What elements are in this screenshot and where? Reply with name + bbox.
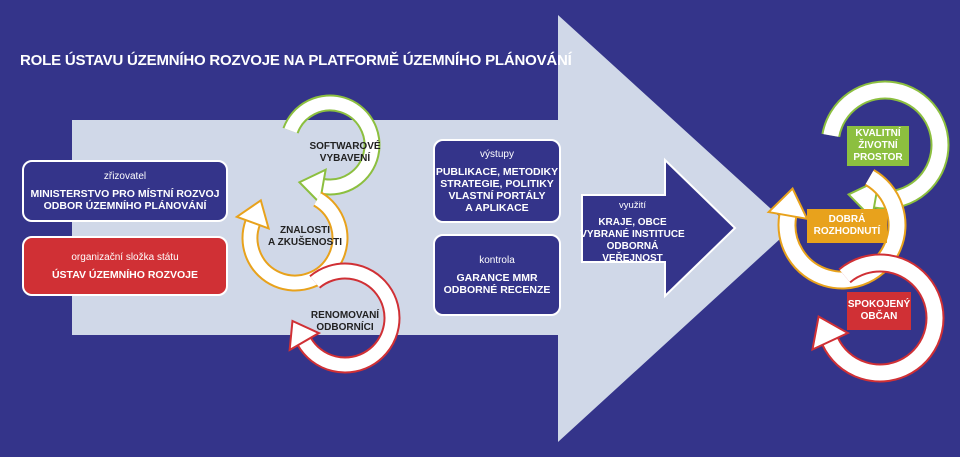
founder-name: MINISTERSTVO PRO MÍSTNÍ ROZVOJ ODBOR ÚZE… — [30, 187, 220, 212]
usage-label: využití — [619, 200, 646, 211]
usage-text: využití KRAJE, OBCE VYBRANÉ INSTITUCE OD… — [580, 200, 685, 265]
cycle-experts: RENOMOVANÍ ODBORNÍCI — [310, 310, 380, 333]
quality-space-box: KVALITNÍ ŽIVOTNÍ PROSTOR — [847, 126, 909, 166]
satisfied-citizen-box: SPOKOJENÝ OBČAN — [847, 292, 911, 330]
good-decisions-box: DOBRÁ ROZHODNUTÍ — [807, 209, 887, 243]
red-cycle-arrow-right — [823, 255, 943, 381]
red-cycle-arrow-left — [298, 264, 399, 372]
page-title: ROLE ÚSTAVU ÚZEMNÍHO ROZVOJE NA PLATFORM… — [20, 52, 572, 69]
outputs-box: výstupy PUBLIKACE, METODIKY STRATEGIE, P… — [433, 139, 561, 223]
cycle-software: SOFTWAROVÉ VYBAVENÍ — [309, 141, 381, 164]
big-arrow — [72, 15, 792, 442]
founder-label: zřizovatel — [103, 170, 147, 182]
orange-cycle-arrow-left — [243, 193, 347, 290]
usage-arrow — [581, 157, 737, 299]
unit-box: organizační složka státu ÚSTAV ÚZEMNÍHO … — [22, 236, 228, 296]
red-cycle-arrow-right-head — [811, 314, 851, 352]
founder-box: zřizovatel MINISTERSTVO PRO MÍSTNÍ ROZVO… — [22, 160, 228, 222]
control-label: kontrola — [479, 254, 515, 266]
cycle-knowledge: ZNALOSTI A ZKUŠENOSTI — [267, 225, 343, 248]
outputs-label: výstupy — [480, 148, 514, 160]
green-cycle-arrow-left-head — [297, 167, 327, 206]
green-cycle-arrow-right — [823, 82, 948, 208]
unit-label: organizační složka státu — [71, 251, 179, 263]
orange-cycle-arrow-right-head — [766, 186, 809, 221]
outputs-list: PUBLIKACE, METODIKY STRATEGIE, POLITIKY … — [435, 165, 559, 214]
control-list: GARANCE MMR ODBORNÉ RECENZE — [443, 271, 551, 296]
red-cycle-arrow-left-head — [288, 319, 322, 352]
green-cycle-arrow-left — [284, 96, 379, 194]
usage-list: KRAJE, OBCE VYBRANÉ INSTITUCE ODBORNÁ VE… — [580, 217, 685, 264]
orange-cycle-arrow-left-head — [234, 198, 271, 230]
unit-name: ÚSTAV ÚZEMNÍHO ROZVOJE — [51, 268, 199, 281]
control-box: kontrola GARANCE MMR ODBORNÉ RECENZE — [433, 234, 561, 316]
